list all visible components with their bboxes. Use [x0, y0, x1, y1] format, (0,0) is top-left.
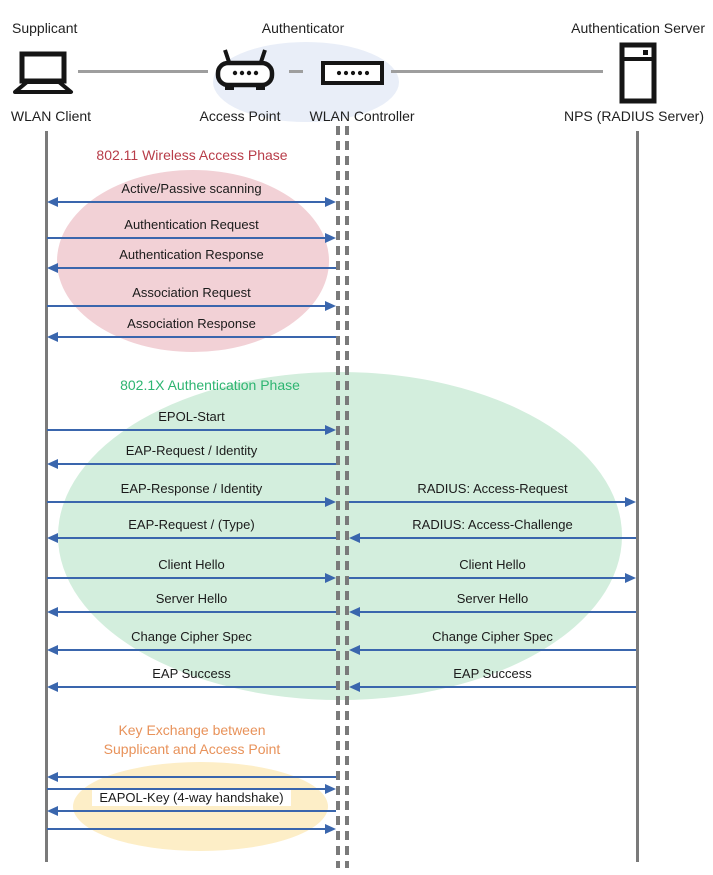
- message-label: Server Hello: [456, 591, 529, 606]
- message-label: Client Hello: [158, 557, 225, 572]
- message-label: Authentication Response: [119, 247, 264, 262]
- message-label: EAP-Response / Identity: [120, 481, 263, 496]
- message-label: EAP-Request / (Type): [128, 517, 255, 532]
- message-arrow-line: [56, 336, 336, 338]
- message-arrow-line: [56, 649, 336, 651]
- arrowhead-right-icon: [325, 497, 336, 507]
- message-arrow-line: [358, 537, 636, 539]
- phase-title-key-exchange: Key Exchange between Supplicant and Acce…: [103, 722, 281, 757]
- message-arrow-line: [358, 686, 636, 688]
- arrowhead-right-icon: [325, 233, 336, 243]
- message-arrow-line: [56, 537, 336, 539]
- message-label: EPOL-Start: [158, 409, 225, 424]
- arrowhead-left-icon: [47, 533, 58, 543]
- message-arrow-line: [349, 577, 627, 579]
- arrowhead-left-icon: [349, 533, 360, 543]
- wireless-access-phase-ellipse: [57, 170, 329, 352]
- arrowhead-right-icon: [325, 301, 336, 311]
- role-label-authenticator: Authenticator: [261, 20, 345, 36]
- message-arrow-line: [358, 611, 636, 613]
- access-point-icon: [215, 49, 275, 90]
- dot1x-authentication-phase-ellipse: [58, 372, 622, 700]
- arrowhead-right-icon: [625, 497, 636, 507]
- arrowhead-left-icon: [47, 197, 58, 207]
- connector-client-ap: [78, 70, 208, 73]
- message-arrow-line: [47, 828, 327, 830]
- message-arrow-line: [56, 201, 327, 203]
- arrowhead-right-icon: [325, 425, 336, 435]
- message-arrow-line: [56, 776, 336, 778]
- message-arrow-line: [56, 810, 336, 812]
- arrowhead-left-icon: [47, 772, 58, 782]
- arrowhead-left-icon: [47, 806, 58, 816]
- phase-title-dot1x-authentication: 802.1X Authentication Phase: [120, 377, 300, 393]
- message-label: Association Response: [127, 316, 256, 331]
- arrowhead-left-icon: [349, 607, 360, 617]
- phase-title-wireless-access: 802.11 Wireless Access Phase: [96, 147, 288, 163]
- arrowhead-left-icon: [47, 263, 58, 273]
- message-label: Change Cipher Spec: [131, 629, 252, 644]
- message-label: EAPOL-Key (4-way handshake): [92, 790, 291, 806]
- lifeline-wlan-client: [45, 131, 48, 862]
- message-label: Authentication Request: [124, 217, 259, 232]
- arrowhead-left-icon: [349, 645, 360, 655]
- message-label: RADIUS: Access-Request: [417, 481, 568, 496]
- arrowhead-left-icon: [47, 607, 58, 617]
- lifeline-wlan-controller-left: [336, 126, 340, 868]
- message-arrow-line: [56, 686, 336, 688]
- message-arrow-line: [47, 237, 327, 239]
- wlan-controller-icon: [321, 61, 384, 85]
- message-arrow-line: [47, 501, 327, 503]
- role-label-authentication-server: Authentication Server: [571, 20, 705, 36]
- arrowhead-right-icon: [325, 197, 336, 207]
- connector-ap-controller: [289, 70, 303, 73]
- message-arrow-line: [56, 463, 336, 465]
- arrowhead-right-icon: [325, 784, 336, 794]
- message-label: Association Request: [132, 285, 251, 300]
- server-icon: [619, 42, 657, 104]
- message-arrow-line: [56, 611, 336, 613]
- device-label-wlan-client: WLAN Client: [10, 108, 92, 124]
- arrowhead-left-icon: [47, 459, 58, 469]
- arrowhead-right-icon: [625, 573, 636, 583]
- message-arrow-line: [47, 577, 327, 579]
- message-label: RADIUS: Access-Challenge: [412, 517, 573, 532]
- lifeline-wlan-controller-right: [345, 126, 349, 868]
- device-label-nps: NPS (RADIUS Server): [563, 108, 705, 124]
- device-label-wlan-controller: WLAN Controller: [309, 108, 415, 124]
- arrowhead-left-icon: [47, 682, 58, 692]
- arrowhead-left-icon: [349, 682, 360, 692]
- arrowhead-left-icon: [47, 332, 58, 342]
- message-label: Active/Passive scanning: [121, 181, 262, 196]
- message-arrow-line: [349, 501, 627, 503]
- message-label: Server Hello: [155, 591, 228, 606]
- message-arrow-line: [358, 649, 636, 651]
- message-label: EAP-Request / Identity: [125, 443, 258, 458]
- message-label: EAP Success: [152, 666, 231, 681]
- laptop-icon: [13, 51, 73, 94]
- arrowhead-right-icon: [325, 824, 336, 834]
- message-label: Client Hello: [459, 557, 526, 572]
- connector-controller-server: [391, 70, 603, 73]
- lifeline-nps-server: [636, 131, 639, 862]
- message-arrow-line: [47, 788, 327, 790]
- arrowhead-right-icon: [325, 573, 336, 583]
- role-label-supplicant: Supplicant: [12, 20, 78, 36]
- message-arrow-line: [47, 429, 327, 431]
- device-label-access-point: Access Point: [199, 108, 281, 124]
- message-label: Change Cipher Spec: [432, 629, 553, 644]
- message-arrow-line: [56, 267, 336, 269]
- message-label: EAP Success: [453, 666, 532, 681]
- arrowhead-left-icon: [47, 645, 58, 655]
- message-arrow-line: [47, 305, 327, 307]
